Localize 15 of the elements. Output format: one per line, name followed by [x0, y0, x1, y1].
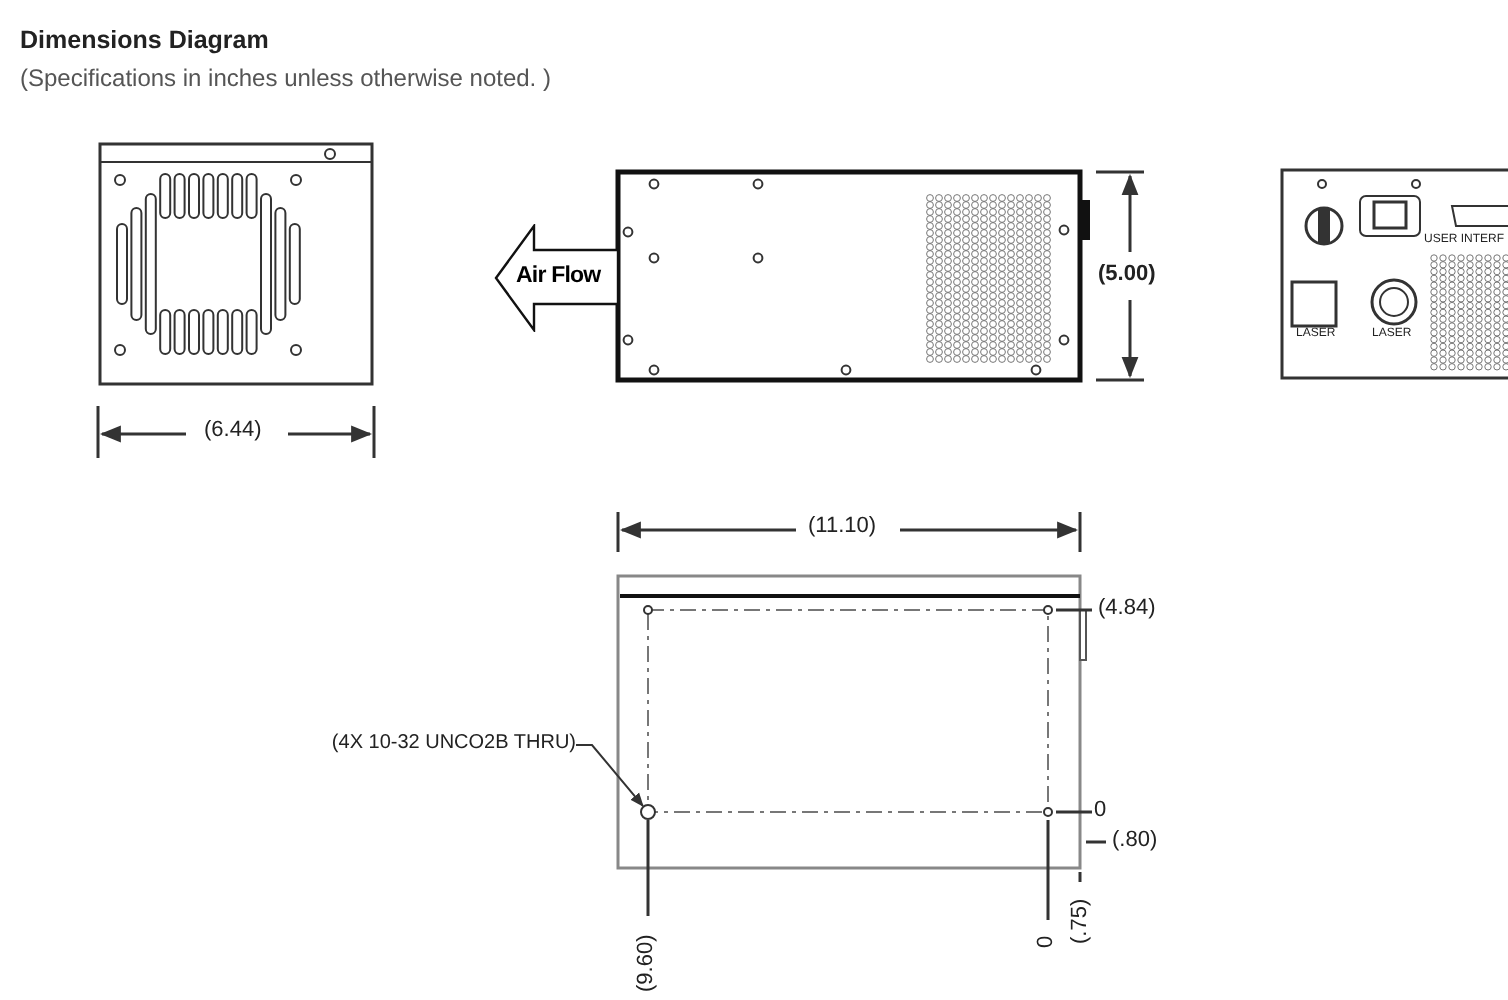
airflow-arrow — [494, 224, 618, 332]
title: Dimensions Diagram — [20, 28, 269, 53]
arrow-label: Air Flow — [516, 264, 601, 288]
dimension-label: 0 — [1094, 800, 1107, 822]
dimension-label: (4.84) — [1098, 598, 1156, 620]
dimension-label: (11.10) — [808, 516, 877, 538]
dimension-label: 0 — [1036, 935, 1058, 948]
dimension-label: (5.00) — [1098, 264, 1156, 286]
leader-line — [575, 744, 644, 807]
dimension-label: (.80) — [1112, 830, 1158, 852]
dimension-label: (9.60) — [636, 934, 658, 992]
callout-text: (4X 10-32 UNCO2B THRU) — [331, 732, 576, 754]
dimension-label: (6.44) — [204, 420, 262, 442]
caption: (Specifications in inches unless otherwise noted. ) — [20, 66, 551, 90]
dimension-label: (.75) — [1070, 898, 1092, 944]
